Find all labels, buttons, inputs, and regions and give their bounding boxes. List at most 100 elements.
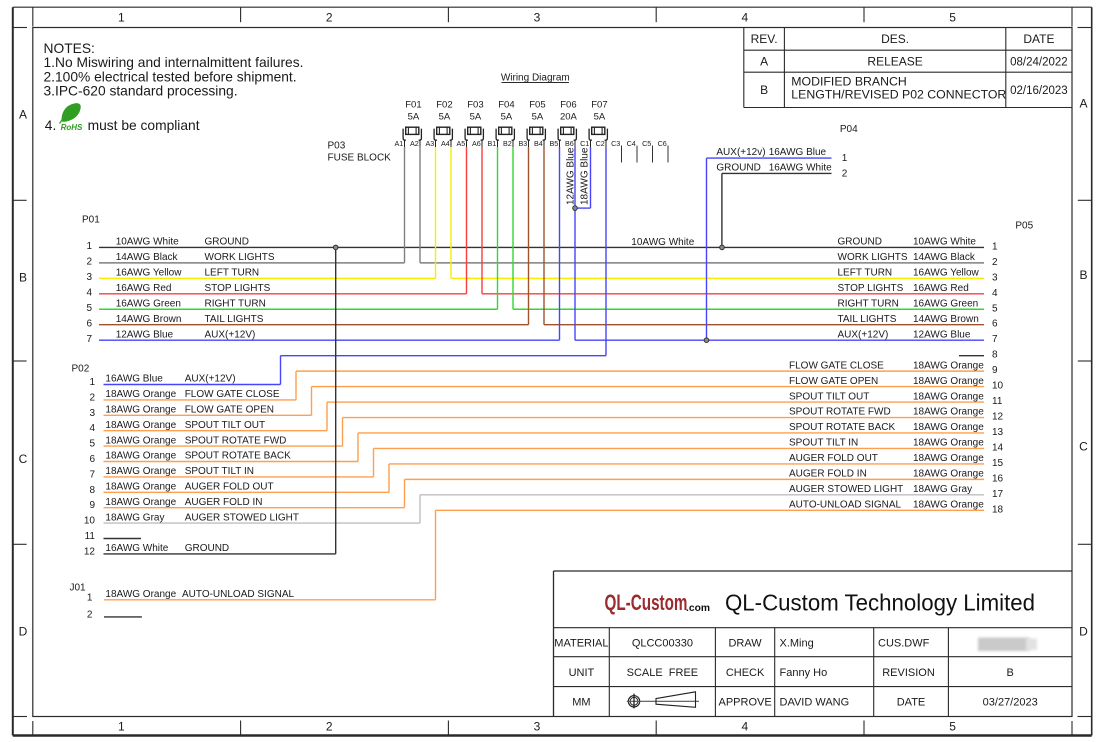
svg-text:3: 3 bbox=[534, 11, 541, 25]
svg-text:2: 2 bbox=[992, 257, 998, 268]
svg-text:RIGHT TURN: RIGHT TURN bbox=[205, 298, 266, 309]
svg-text:5: 5 bbox=[992, 303, 998, 314]
svg-text:C4: C4 bbox=[627, 139, 636, 148]
svg-text:B: B bbox=[1079, 268, 1087, 282]
svg-text:18AWG Orange: 18AWG Orange bbox=[913, 500, 984, 511]
svg-text:DAVID WANG: DAVID WANG bbox=[780, 697, 850, 709]
svg-text:1: 1 bbox=[118, 11, 125, 25]
svg-text:18AWG Orange: 18AWG Orange bbox=[913, 453, 984, 464]
svg-text:P02: P02 bbox=[72, 364, 90, 375]
svg-text:RIGHT TURN: RIGHT TURN bbox=[838, 298, 899, 309]
svg-text:DATE: DATE bbox=[897, 697, 926, 709]
svg-text:REV.: REV. bbox=[751, 32, 778, 46]
svg-text:MODIFIED BRANCH: MODIFIED BRANCH bbox=[791, 75, 906, 89]
svg-text:18AWG Orange: 18AWG Orange bbox=[105, 482, 176, 493]
svg-text:13: 13 bbox=[992, 427, 1004, 438]
svg-text:APPROVE: APPROVE bbox=[719, 697, 772, 709]
svg-text:6: 6 bbox=[89, 454, 95, 465]
svg-text:SPOUT TILT IN: SPOUT TILT IN bbox=[789, 438, 858, 449]
svg-text:LEFT TURN: LEFT TURN bbox=[205, 268, 260, 279]
svg-text:B3: B3 bbox=[519, 139, 528, 148]
svg-text:16AWG Red: 16AWG Red bbox=[913, 283, 969, 294]
svg-text:F02: F02 bbox=[436, 99, 452, 110]
svg-text:18AWG Orange: 18AWG Orange bbox=[105, 435, 176, 446]
svg-text:STOP LIGHTS: STOP LIGHTS bbox=[205, 283, 271, 294]
svg-text:11: 11 bbox=[85, 531, 96, 542]
svg-text:SPOUT TILT OUT: SPOUT TILT OUT bbox=[789, 391, 869, 402]
svg-text:QL-Custom: QL-Custom bbox=[605, 590, 688, 615]
svg-text:4.: 4. bbox=[45, 118, 57, 133]
svg-text:AUGER FOLD OUT: AUGER FOLD OUT bbox=[789, 453, 878, 464]
svg-text:A: A bbox=[760, 55, 768, 69]
svg-text:3: 3 bbox=[89, 408, 95, 419]
svg-text:AUX(+12V): AUX(+12V) bbox=[838, 329, 889, 340]
svg-text:18AWG Orange: 18AWG Orange bbox=[105, 420, 176, 431]
svg-text:WORK LIGHTS: WORK LIGHTS bbox=[205, 252, 275, 263]
svg-text:4: 4 bbox=[992, 288, 998, 299]
svg-text:5A: 5A bbox=[439, 111, 451, 122]
svg-text:5A: 5A bbox=[470, 111, 482, 122]
svg-text:18AWG Orange: 18AWG Orange bbox=[913, 391, 984, 402]
svg-text:3.IPC-620 standard processing.: 3.IPC-620 standard processing. bbox=[44, 84, 238, 99]
svg-text:4: 4 bbox=[86, 288, 92, 299]
svg-text:2: 2 bbox=[326, 719, 333, 733]
svg-text:C6: C6 bbox=[658, 139, 667, 148]
svg-text:A: A bbox=[19, 108, 27, 122]
svg-text:DATE: DATE bbox=[1023, 32, 1054, 46]
svg-text:GROUND: GROUND bbox=[838, 237, 882, 248]
svg-text:16AWG Green: 16AWG Green bbox=[913, 298, 978, 309]
svg-text:14AWG Black: 14AWG Black bbox=[913, 252, 976, 263]
svg-text:P01: P01 bbox=[82, 215, 100, 226]
svg-text:F07: F07 bbox=[591, 99, 607, 110]
svg-text:FLOW GATE OPEN: FLOW GATE OPEN bbox=[185, 405, 274, 416]
svg-text:SPOUT ROTATE BACK: SPOUT ROTATE BACK bbox=[789, 422, 895, 433]
svg-text:10: 10 bbox=[992, 381, 1004, 392]
svg-text:10AWG White: 10AWG White bbox=[116, 237, 179, 248]
svg-text:12AWG Blue: 12AWG Blue bbox=[566, 147, 577, 205]
svg-text:A3: A3 bbox=[426, 139, 435, 148]
svg-text:C: C bbox=[19, 452, 28, 466]
svg-text:1: 1 bbox=[118, 719, 125, 733]
svg-text:2: 2 bbox=[86, 257, 92, 268]
svg-text:.com: .com bbox=[686, 603, 710, 614]
svg-text:FLOW GATE CLOSE: FLOW GATE CLOSE bbox=[789, 360, 884, 371]
svg-text:16AWG Green: 16AWG Green bbox=[116, 298, 181, 309]
svg-text:STOP LIGHTS: STOP LIGHTS bbox=[838, 283, 904, 294]
svg-text:B4: B4 bbox=[534, 139, 543, 148]
svg-text:AUTO-UNLOAD SIGNAL: AUTO-UNLOAD SIGNAL bbox=[789, 500, 901, 511]
svg-text:AUGER STOWED LIGHT: AUGER STOWED LIGHT bbox=[185, 512, 299, 523]
svg-text:10: 10 bbox=[84, 516, 96, 527]
svg-text:18: 18 bbox=[992, 504, 1004, 515]
svg-text:C2: C2 bbox=[596, 139, 605, 148]
svg-text:GROUND: GROUND bbox=[205, 237, 249, 248]
svg-text:4: 4 bbox=[89, 423, 95, 434]
svg-text:5A: 5A bbox=[501, 111, 513, 122]
svg-text:J01: J01 bbox=[70, 583, 87, 594]
svg-text:18AWG Orange: 18AWG Orange bbox=[105, 589, 176, 600]
svg-text:AUGER FOLD IN: AUGER FOLD IN bbox=[185, 497, 263, 508]
svg-text:18AWG Orange: 18AWG Orange bbox=[105, 497, 176, 508]
svg-text:18AWG Orange: 18AWG Orange bbox=[105, 451, 176, 462]
svg-text:P05: P05 bbox=[1015, 221, 1033, 232]
svg-text:D: D bbox=[1079, 624, 1088, 638]
svg-text:A6: A6 bbox=[472, 139, 481, 148]
svg-text:18AWG Orange: 18AWG Orange bbox=[913, 422, 984, 433]
svg-text:MATERIAL: MATERIAL bbox=[554, 637, 608, 649]
svg-text:SCALE FREE: SCALE FREE bbox=[627, 667, 699, 679]
svg-text:B1: B1 bbox=[488, 139, 497, 148]
svg-text:16AWG Yellow: 16AWG Yellow bbox=[116, 268, 183, 279]
svg-text:16AWG Yellow: 16AWG Yellow bbox=[913, 268, 980, 279]
svg-text:SPOUT ROTATE FWD: SPOUT ROTATE FWD bbox=[185, 435, 287, 446]
svg-text:UNIT: UNIT bbox=[569, 667, 595, 679]
svg-text:12AWG Blue: 12AWG Blue bbox=[913, 329, 971, 340]
svg-text:12: 12 bbox=[84, 546, 96, 557]
svg-text:10AWG White: 10AWG White bbox=[631, 237, 694, 248]
svg-text:AUTO-UNLOAD SIGNAL: AUTO-UNLOAD SIGNAL bbox=[182, 589, 294, 600]
svg-text:6: 6 bbox=[992, 319, 998, 330]
svg-text:4: 4 bbox=[741, 719, 748, 733]
svg-text:2: 2 bbox=[326, 11, 333, 25]
svg-text:08/24/2022: 08/24/2022 bbox=[1010, 57, 1068, 69]
svg-text:A2: A2 bbox=[410, 139, 419, 148]
svg-text:18AWG Orange: 18AWG Orange bbox=[913, 438, 984, 449]
svg-text:16AWG White: 16AWG White bbox=[105, 543, 168, 554]
